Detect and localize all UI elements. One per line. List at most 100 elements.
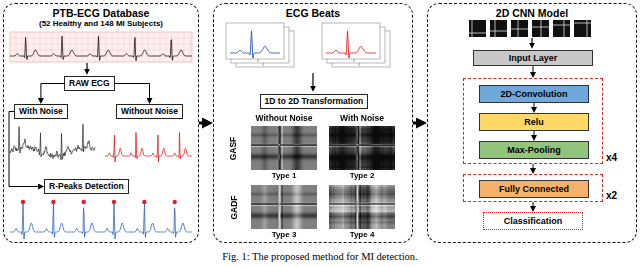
process-box: 1D to 2D Transformation [260, 94, 369, 109]
process-box: R-Peaks Detection [44, 179, 129, 194]
column-header: Without Noise [256, 113, 313, 124]
panel-title: PTB-ECG Database [4, 7, 198, 19]
feature-line [532, 27, 549, 28]
beat-card [226, 23, 284, 59]
gaf-matrix [329, 185, 395, 229]
feature-line [553, 25, 570, 26]
ecg-grid-line [22, 32, 23, 62]
feature-line [469, 33, 486, 34]
layer-box: Input Layer [473, 50, 593, 66]
feature-line [541, 20, 542, 37]
process-box: With Noise [14, 104, 68, 119]
ecg-grid-line [190, 32, 191, 62]
ecg-grid-line [10, 50, 192, 51]
feature-map [553, 20, 570, 37]
ecg-grid-line [166, 32, 167, 62]
ecg-grid-line [154, 32, 155, 62]
feature-line [511, 29, 528, 30]
stage-arrow [199, 122, 204, 125]
gaf-matrix [329, 126, 395, 170]
box-label: 2D-Convolution [501, 89, 568, 100]
flow-connector [534, 103, 535, 108]
box-label: 1D to 2D Transformation [265, 96, 364, 106]
panel-title: ECG Beats [214, 7, 412, 19]
beat-trace [326, 31, 376, 58]
layer-box: 2D-Convolution [479, 85, 589, 103]
stage-panel: ECG Beats 1D to 2D TransformationType 1 Ty… [213, 3, 413, 243]
ecg-grid-line [184, 32, 185, 62]
flow-arrow [531, 38, 532, 44]
gaf-image: Type 2 [328, 126, 396, 182]
box-label: Input Layer [509, 53, 558, 64]
feature-map [511, 20, 528, 37]
feature-line [518, 20, 519, 37]
ecg-grid-line [142, 32, 143, 62]
ecg-grid-line [88, 32, 89, 62]
ecg-grid-line [94, 32, 95, 62]
flow-connector [533, 66, 534, 73]
ecg-grid-line [10, 38, 192, 39]
ecg-grid-line [124, 32, 125, 62]
ecg-trace [10, 36, 192, 61]
panel-header: 2D CNN Model [428, 7, 636, 19]
rpeak-trace [10, 202, 192, 239]
output-box: Classification [483, 212, 583, 230]
ecg-grid-line [112, 32, 113, 62]
flow-connector [9, 112, 39, 187]
box-label: With Noise [19, 106, 63, 116]
repeat-group: x2Fully Connected [463, 174, 603, 202]
image-label: Type 4 [328, 230, 396, 240]
row-header: GASF [229, 136, 240, 160]
feature-line [574, 23, 591, 24]
box-label: Max-Pooling [507, 145, 561, 156]
flow-arrow [312, 73, 313, 87]
gaf-image: Type 1 [250, 126, 318, 182]
process-box: RAW ECG [64, 76, 115, 91]
column-header: With Noise [340, 113, 384, 124]
rpeak-dot [142, 200, 146, 204]
gaf-image: Type 3 [250, 185, 318, 241]
ecg-grid-line [82, 32, 83, 62]
box-label: Classification [504, 216, 563, 227]
ecg-grid-line [148, 32, 149, 62]
stage-arrow [413, 122, 418, 125]
layer-box: Max-Pooling [479, 141, 589, 159]
rpeak-dot [21, 200, 25, 204]
stage-panel: 2D CNN ModelInput Layerx42D-ConvolutionR… [427, 3, 637, 243]
ecg-grid-line [160, 32, 161, 62]
panel-header: ECG Beats [214, 7, 412, 19]
ecg-grid-line [52, 32, 53, 62]
flow-arrow [86, 63, 87, 70]
ecg-grid-line [178, 32, 179, 62]
panel-subtitle: (52 Healthy and 148 MI Subjects) [4, 19, 198, 29]
feature-line [472, 20, 473, 37]
process-box: Without Noise [116, 104, 183, 119]
feature-map [490, 20, 507, 37]
ecg-grid-line [70, 32, 71, 62]
panel-header: PTB-ECG Database(52 Healthy and 148 MI S… [4, 7, 198, 29]
ecg-grid-line [76, 32, 77, 62]
box-label: Relu [524, 117, 544, 128]
rpeak-dot [82, 200, 86, 204]
ecg-paper [10, 32, 192, 62]
ecg-grid-line [34, 32, 35, 62]
figure-caption: Fig. 1: The proposed method for MI detec… [0, 250, 640, 263]
clean-ecg-trace [105, 133, 192, 163]
feature-line [495, 20, 496, 37]
rpeak-dot [173, 200, 177, 204]
row-header: GADF [229, 195, 240, 219]
repeat-group: x42D-ConvolutionReluMax-Pooling [463, 78, 603, 164]
flow-connector [115, 84, 150, 100]
ecg-grid-line [118, 32, 119, 62]
panel-title: 2D CNN Model [428, 7, 636, 19]
stage-panel: PTB-ECG Database(52 Healthy and 148 MI S… [3, 3, 199, 243]
box-label: RAW ECG [69, 78, 110, 88]
box-label: R-Peaks Detection [49, 181, 124, 191]
ecg-grid-line [58, 32, 59, 62]
beat-trace [230, 31, 280, 58]
flow-connector [533, 202, 534, 207]
rpeak-dot [112, 200, 116, 204]
beat-card [322, 23, 380, 59]
noisy-ecg-trace [10, 124, 95, 160]
image-label: Type 1 [250, 171, 318, 181]
